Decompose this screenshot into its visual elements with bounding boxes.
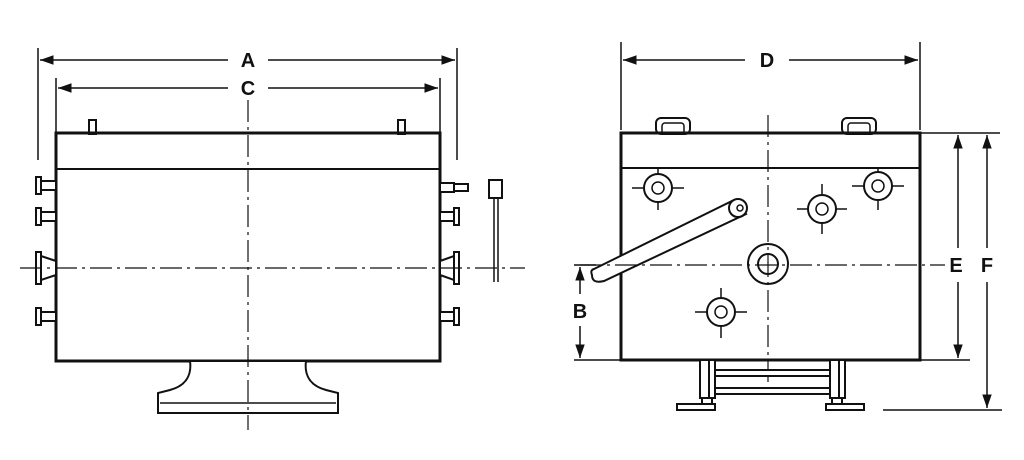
dimension-f: F — [981, 135, 993, 408]
label-f: F — [981, 255, 993, 277]
dimension-a: A — [40, 50, 455, 72]
dimension-c: C — [58, 78, 438, 100]
front-view: A C — [20, 48, 525, 430]
port-top-right — [852, 168, 904, 210]
lever-handle-icon — [590, 198, 748, 283]
label-a: A — [241, 50, 255, 72]
port-top-left — [632, 168, 684, 210]
dimension-b: B — [573, 267, 587, 358]
port-upper-mid — [797, 184, 847, 234]
port-lower-left — [695, 288, 747, 338]
label-d: D — [760, 50, 774, 72]
label-c: C — [241, 78, 255, 100]
dipstick-icon — [488, 179, 503, 282]
side-view: D — [573, 42, 1002, 411]
right-nozzles — [439, 182, 469, 326]
left-nozzles — [35, 176, 57, 326]
dimension-d: D — [623, 50, 918, 72]
label-e: E — [949, 255, 962, 277]
side-base-frame — [676, 359, 865, 411]
side-body — [619, 131, 922, 362]
label-b: B — [573, 301, 587, 323]
dimension-e: E — [949, 135, 963, 358]
